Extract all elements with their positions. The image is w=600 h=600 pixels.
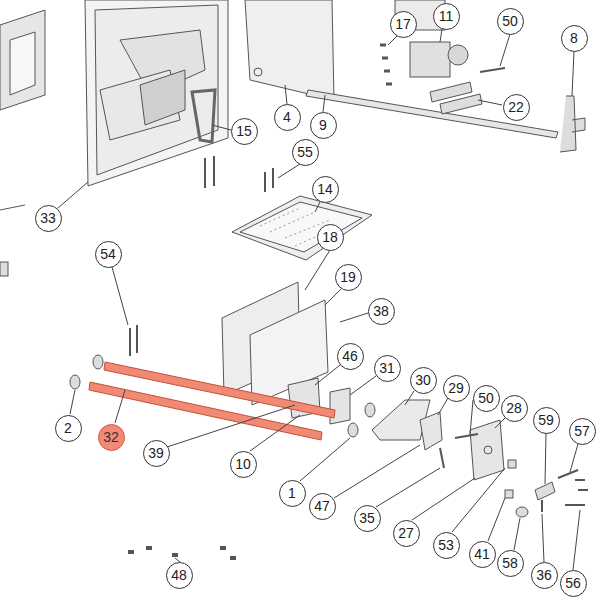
callout-number: 31	[374, 355, 401, 382]
callout-number: 57	[569, 418, 596, 445]
callout-number: 59	[533, 407, 560, 434]
callout-number: 30	[410, 367, 437, 394]
callout-number: 33	[35, 205, 62, 232]
callout-number: 56	[560, 570, 587, 597]
callout-number: 48	[166, 562, 193, 589]
callout-number: 22	[503, 94, 530, 121]
callout-number: 18	[317, 224, 344, 251]
callout-number: 4	[274, 104, 301, 131]
callout-number: 11	[433, 3, 460, 30]
callout-number: 50	[473, 385, 500, 412]
callout-number: 9	[310, 112, 337, 139]
callout-number: 8	[561, 25, 588, 52]
callout-number: 1	[279, 480, 306, 507]
callout-number: 38	[368, 298, 395, 325]
callout-number: 41	[469, 541, 496, 568]
callout-number: 19	[335, 264, 362, 291]
callout-number: 2	[55, 415, 82, 442]
callout-number: 17	[390, 11, 417, 38]
callout-number: 10	[230, 451, 257, 478]
callout-number: 50	[497, 8, 524, 35]
callout-number: 46	[337, 343, 364, 370]
callout-number: 47	[309, 493, 336, 520]
callout-number: 35	[354, 505, 381, 532]
callout-number: 14	[312, 176, 339, 203]
callout-number: 58	[497, 550, 524, 577]
callout-number: 39	[143, 440, 170, 467]
callout-number: 53	[433, 532, 460, 559]
callout-number: 32	[98, 424, 125, 451]
callout-number: 55	[292, 139, 319, 166]
callout-number: 15	[231, 118, 258, 145]
callout-number: 28	[501, 395, 528, 422]
callout-number: 29	[443, 375, 470, 402]
callout-number: 54	[95, 241, 122, 268]
callout-number: 36	[531, 562, 558, 589]
callout-number: 27	[393, 520, 420, 547]
